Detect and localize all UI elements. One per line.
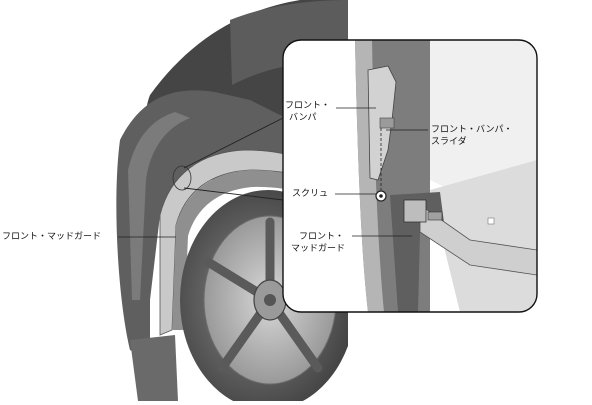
magnify-leaders — [183, 117, 284, 201]
detail-clip — [403, 199, 427, 223]
detail-callout — [282, 39, 538, 313]
detail-mudguard-bracket — [419, 204, 537, 276]
detail-marker — [487, 217, 495, 225]
label-front-mudguard-detail: フロント・ マッドガード — [291, 232, 346, 254]
detail-bg-panel — [420, 40, 537, 200]
car-hood-highlight — [230, 0, 348, 85]
detail-slider-tab — [379, 117, 395, 129]
label-leaders — [118, 107, 428, 238]
label-screw: スクリュ — [292, 189, 329, 199]
label-front-mudguard-main: フロント・マッドガード — [2, 232, 102, 242]
car-fender-shade — [128, 112, 190, 300]
label-front-bumper-slider: フロント・バンパ・ スライダ — [431, 125, 513, 147]
detail-clip-2 — [427, 211, 443, 221]
focus-area — [172, 165, 192, 191]
label-front-bumper: フロント・ バンパ — [285, 101, 331, 123]
detail-bg-panel-2 — [430, 160, 537, 312]
detail-screw-center — [379, 194, 383, 198]
detail-frame — [282, 39, 538, 313]
wheel-center-cap — [264, 294, 276, 306]
bumper-lower — [130, 335, 178, 401]
